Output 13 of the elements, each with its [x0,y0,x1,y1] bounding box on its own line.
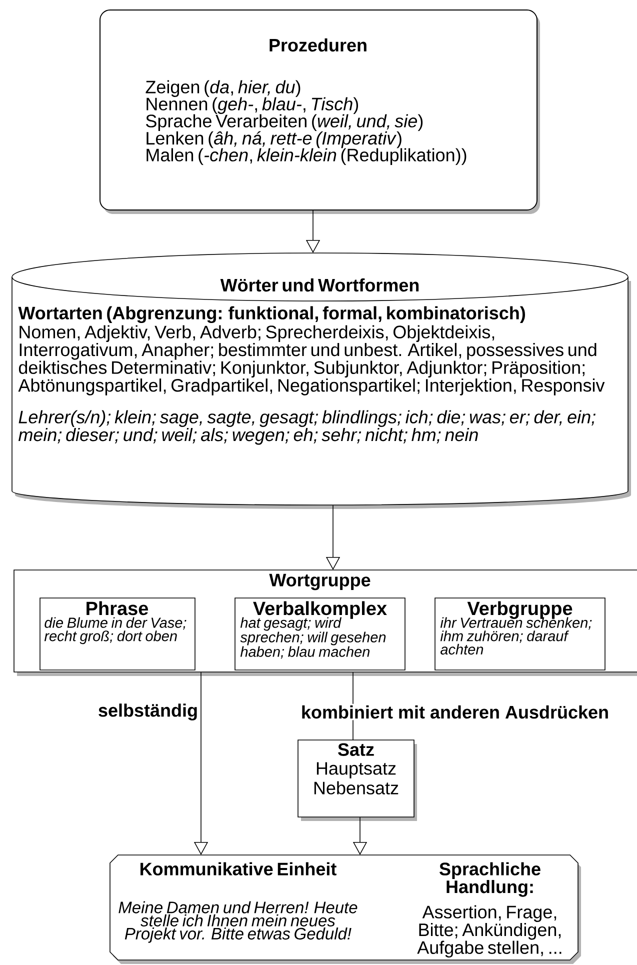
sentence-box: Satz Hauptsatz Nebensatz [298,740,417,821]
node-label: Nomen, Adjektiv, Verb, Adverb; Sprecherdeixis, Objektdeixis, Interrogativum, Anapher; bestimmter und unbest. Artikel, possessives und deiktisches Determinativ; Konjunktor, Subjunktor, Adjunktor; Präposition; Abtönungspartikel, Gradpartikel, Negationspartikel; Interjektion, Responsiv [18,325,605,396]
edge-label: selbständig [96,702,200,722]
result-box: Kommunikative Einheit Meine Damen und Herren! Heute stelle ich Ihnen mein neues Projekt vor. Bitte etwas Geduld! Sprachliche Handlung: Assertion, Frage, Bitte; Ankündigen, Aufgabe stellen, ... [110,854,581,964]
edge-label: kombiniert mit anderen Ausdrücken [299,704,611,720]
node-label: Wörter und Wortformen [220,278,419,292]
node-label: Lehrer(s/n); klein; sage, sagte, gesagt; blindlings; ich; die; was; er; der, ein; mein; dieser; und; weil; als; wegen; eh; sehr; nicht; hm; nein [18,410,596,445]
process-box: Prozeduren Zeigen (da, hier, du) Nennen (geh-, blau-, Tisch) Sprache Verarbeiten (weil, und, sie) Lenken (âh, ná, rett-e (Imperativ) Malen (-chen, klein-klein (Reduplikation)) [100,10,540,214]
storage-cylinder: Wörter und Wortformen Wortarten (Abgrenzung: funktional, formal, kombinatorisch) Nomen, Adjektiv, Verb, Adverb; Sprecherdeixis, Objektdeixis, Interrogativum, Anapher; bestimmter und unbest. Artikel, possessives und deiktisches Determinativ; Konjunktor, Subjunktor, Adjunktor; Präposition; Abtönungspartikel, Gradpartikel, Negationspartikel; Interjektion, Responsiv Lehrer(s/n); klein; sage, sagte, gesagt; blindlings; ich; die; was; er; der, ein; mein; dieser; und; weil; als; wegen; eh; sehr; nicht; hm; nein [12,252,631,509]
node-label: Wortarten (Abgrenzung: funktional, formal, kombinatorisch) [18,306,525,324]
phrase-box: Verbgruppe ihr Vertrauen schenken; ihm zuhören; darauf achten [434,598,606,670]
phrase-box: Verbalkomplex hat gesagt; wird sprechen; will gesehen haben; blau machen [234,598,406,670]
phrase-box: Phrase die Blume in der Vase; recht groß; dort oben [40,598,196,670]
